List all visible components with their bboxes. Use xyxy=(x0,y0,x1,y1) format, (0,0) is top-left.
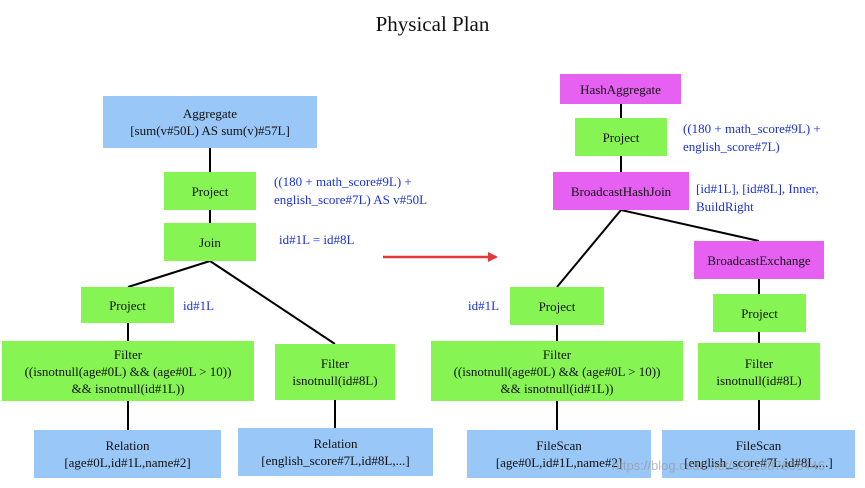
left-project-note-line1: ((180 + math_score#9L) + xyxy=(274,174,412,189)
relation-left-node: Relation [age#0L,id#1L,name#2] xyxy=(34,430,221,478)
broadcast-exchange-node: BroadcastExchange xyxy=(694,241,824,279)
aggregate-detail: [sum(v#50L) AS sum(v)#57L] xyxy=(130,123,290,138)
filescan-left-fields: [age#0L,id#1L,name#2] xyxy=(495,455,623,470)
left-project-note-line2: english_score#7L) AS v#50L xyxy=(274,192,428,207)
relation-right-fields: [english_score#7L,id#8L,...] xyxy=(261,453,410,468)
join-label: Join xyxy=(199,234,221,250)
right-filter-left-label: Filter xyxy=(542,346,572,362)
relation-left-label: Relation xyxy=(105,438,150,453)
filter-left-label: Filter xyxy=(113,346,143,362)
right-project-left-node: Project xyxy=(510,287,604,325)
edge-bhj-project xyxy=(556,209,622,288)
right-project-left-label: Project xyxy=(538,298,576,314)
aggregate-node: Aggregate [sum(v#50L) AS sum(v)#57L] xyxy=(103,96,317,148)
right-join-note-line2: BuildRight xyxy=(696,199,754,214)
filter-right-label: Filter xyxy=(320,356,350,371)
right-project-top-note: ((180 + math_score#9L) + english_score#7… xyxy=(683,120,821,156)
right-filter-right-cond: isnotnull(id#8L) xyxy=(716,372,802,388)
filter-left-cond1: ((isnotnull(age#0L) && (age#0L > 10)) xyxy=(24,363,232,379)
left-join-note: id#1L = id#8L xyxy=(279,232,355,247)
filescan-right-fields: [english_score#7L,id#8L,...] xyxy=(684,455,833,470)
right-project-right-label: Project xyxy=(741,305,778,321)
right-filter-right-label: Filter xyxy=(744,355,774,371)
filescan-right-label: FileScan xyxy=(735,438,782,453)
filter-left-cond2: && isnotnull(id#1L)) xyxy=(71,380,185,396)
watermark: https://blog.csdn.net/u011987856446 xyxy=(612,458,825,473)
left-project-left-note: id#1L xyxy=(183,298,215,313)
right-filter-left-cond1: ((isnotnull(age#0L) && (age#0L > 10)) xyxy=(453,363,661,379)
project-top-node: Project xyxy=(164,172,256,210)
right-project-top-node: Project xyxy=(575,118,667,156)
broadcast-hash-join-node: BroadcastHashJoin xyxy=(553,172,689,210)
filter-right-cond: isnotnull(id#8L) xyxy=(292,373,378,388)
filescan-left-label: FileScan xyxy=(536,438,582,453)
project-left-label: Project xyxy=(109,297,146,313)
right-join-note: [id#1L], [id#8L], Inner, BuildRight xyxy=(696,180,819,216)
project-left-node: Project xyxy=(81,287,174,323)
filter-left-node: Filter ((isnotnull(age#0L) && (age#0L > … xyxy=(2,341,254,401)
left-project-top-note: ((180 + math_score#9L) + english_score#7… xyxy=(274,173,427,209)
project-top-label: Project xyxy=(191,183,229,199)
right-project-top-label: Project xyxy=(602,129,640,145)
right-project-right-node: Project xyxy=(713,294,806,332)
right-project-note-line1: ((180 + math_score#9L) + xyxy=(683,121,821,136)
relation-right-node: Relation [english_score#7L,id#8L,...] xyxy=(238,428,433,476)
join-node: Join xyxy=(164,223,256,261)
filescan-right-node: FileScan [english_score#7L,id#8L,...] xyxy=(662,430,855,478)
hash-aggregate-label: HashAggregate xyxy=(580,81,661,97)
right-filter-right-node: Filter isnotnull(id#8L) xyxy=(698,343,820,400)
right-filter-left-cond2: && isnotnull(id#1L)) xyxy=(500,380,614,396)
hash-aggregate-node: HashAggregate xyxy=(560,74,681,104)
right-project-left-note: id#1L xyxy=(468,298,500,313)
right-filter-left-node: Filter ((isnotnull(age#0L) && (age#0L > … xyxy=(431,341,683,401)
relation-left-fields: [age#0L,id#1L,name#2] xyxy=(64,455,191,470)
broadcast-exchange-label: BroadcastExchange xyxy=(707,252,811,268)
edge-join-project xyxy=(127,260,211,288)
relation-right-label: Relation xyxy=(313,436,358,451)
aggregate-label: Aggregate xyxy=(182,106,238,121)
broadcast-hash-join-label: BroadcastHashJoin xyxy=(570,183,672,199)
filter-right-node: Filter isnotnull(id#8L) xyxy=(275,344,395,400)
diagram-title: Physical Plan xyxy=(375,12,490,36)
filescan-left-node: FileScan [age#0L,id#1L,name#2] xyxy=(467,430,651,478)
right-join-note-line1: [id#1L], [id#8L], Inner, xyxy=(696,181,819,196)
edge-join-filter xyxy=(209,260,336,345)
edge-bhj-exchange xyxy=(620,209,760,242)
right-project-note-line2: english_score#7L) xyxy=(683,139,780,154)
